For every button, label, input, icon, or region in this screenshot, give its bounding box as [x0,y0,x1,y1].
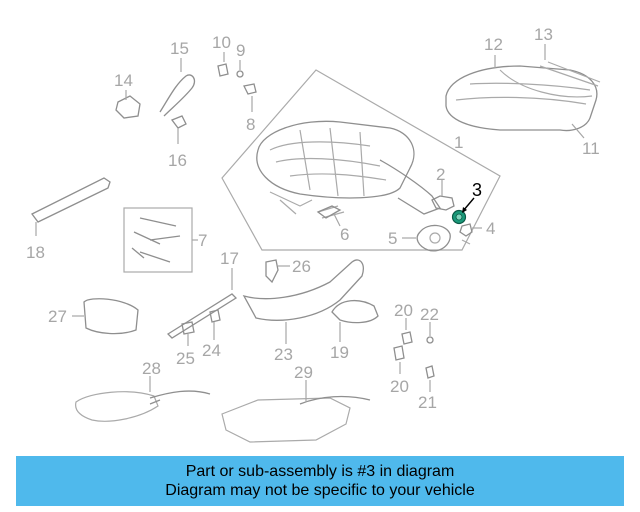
callout-6: 6 [340,225,349,244]
callout-3: 3 [472,180,482,200]
callout-27: 27 [48,307,67,326]
callout-14: 14 [114,71,133,90]
part-18-trim [31,177,111,236]
part-28-heater-element [75,376,211,422]
part-6-lever [316,205,342,227]
callout-29: 29 [294,363,313,382]
parts-24-25-nuts [181,309,221,346]
part-3-highlighted [451,197,475,225]
part-16-clip [170,115,187,144]
part-7-kit [123,207,198,273]
parts-8-9-10-fasteners [217,52,257,112]
callout-20b: 20 [390,377,409,396]
callout-1: 1 [454,133,463,152]
part-15-cable [159,58,196,117]
part-27-pad [72,298,139,335]
part-23-side-cover [242,259,364,344]
parts-diagram: 1 2 3 4 5 6 7 8 9 10 11 12 13 14 15 16 1… [26,25,601,443]
callout-28: 28 [142,359,161,378]
part-4-screw [459,223,482,245]
part-26-bolt [265,259,290,284]
callout-21: 21 [418,393,437,412]
callout-4: 4 [486,219,495,238]
part-2-bolt [431,180,455,211]
callout-26: 26 [292,257,311,276]
callout-25: 25 [176,349,195,368]
callout-10: 10 [212,33,231,52]
part-17-rail [166,268,238,339]
part-14-bracket [115,90,141,119]
info-banner: Part or sub-assembly is #3 in diagram Di… [16,456,624,506]
callout-20a: 20 [394,301,413,320]
callout-8: 8 [246,115,255,134]
part-29-heater-element [221,380,371,443]
callout-15: 15 [170,39,189,58]
callout-19: 19 [330,343,349,362]
callout-13: 13 [534,25,553,44]
part-5-recliner-mechanism [402,224,451,252]
callout-23: 23 [274,345,293,364]
callout-7: 7 [198,231,207,250]
banner-line-2: Diagram may not be specific to your vehi… [165,482,475,499]
callout-2: 2 [436,165,445,184]
callout-9: 9 [236,41,245,60]
callout-24: 24 [202,341,221,360]
callout-12: 12 [484,35,503,54]
callout-5: 5 [388,229,397,248]
callout-22: 22 [420,305,439,324]
callout-16: 16 [168,151,187,170]
part-19-lever-cover [331,300,379,342]
banner-line-1: Part or sub-assembly is #3 in diagram [185,463,455,480]
callout-17: 17 [220,249,239,268]
parts-20-21-22-hardware [393,318,435,392]
seat-cushion [445,44,601,139]
callout-11: 11 [582,139,600,158]
callout-18: 18 [26,243,45,262]
